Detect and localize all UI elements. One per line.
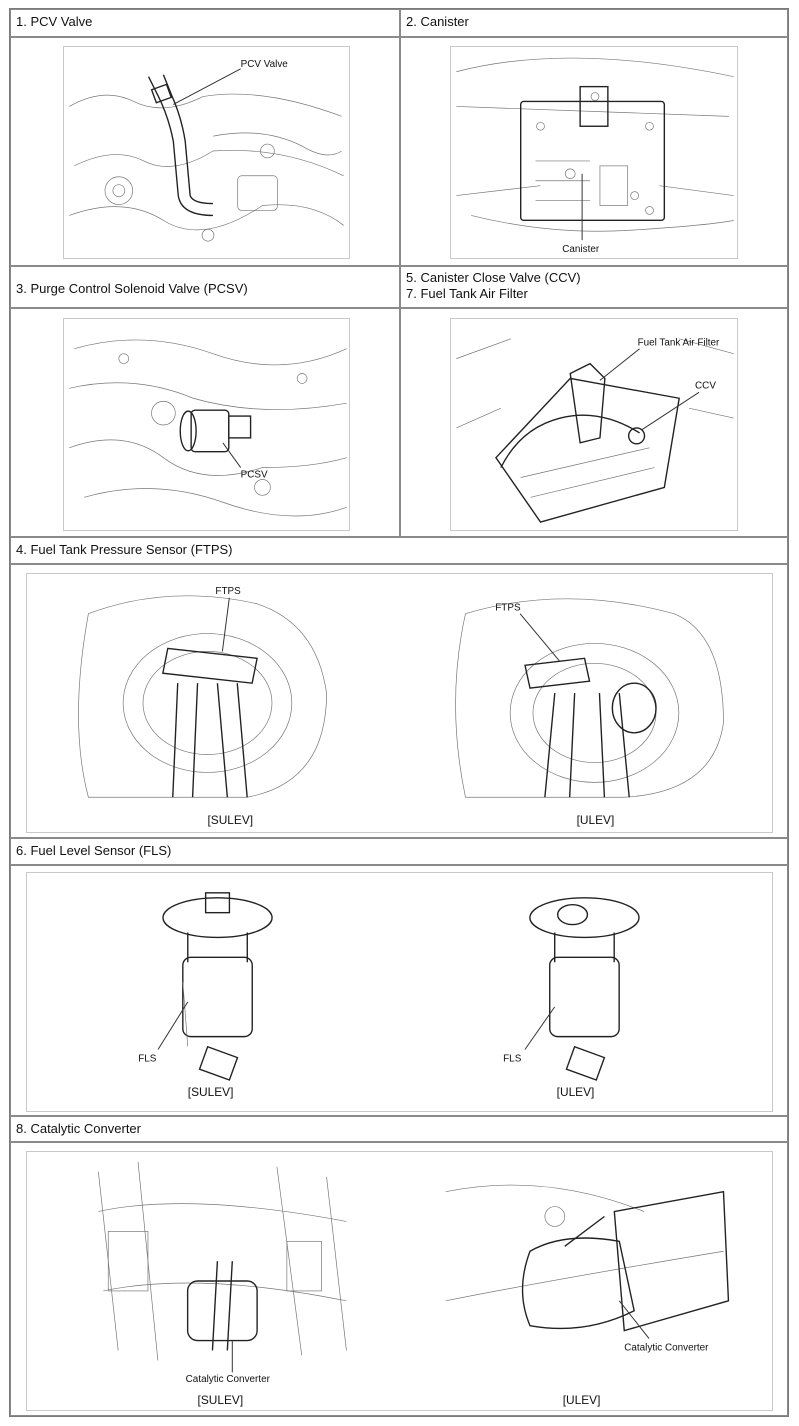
header-pcsv: 3. Purge Control Solenoid Valve (PCSV) xyxy=(10,266,400,308)
cell-fls-figure: FLS [SULEV] FLS [ULEV] xyxy=(10,865,788,1116)
header-catalytic-converter: 8. Catalytic Converter xyxy=(10,1116,788,1142)
pcv-valve-callout: PCV Valve xyxy=(241,59,289,70)
cell-ccv-figure: Fuel Tank Air Filter CCV xyxy=(400,308,788,537)
ftps-diagram: FTPS [SULEV] FTPS [ULEV] xyxy=(26,573,773,833)
canister-illustration: Canister xyxy=(456,57,734,255)
cell-canister-figure: Canister xyxy=(400,37,788,266)
fls-left-callout: FLS xyxy=(138,1053,157,1064)
catalytic-sulev-caption: [SULEV] xyxy=(198,1393,244,1407)
component-location-table: 1. PCV Valve 2. Canister PCV Valve xyxy=(9,8,789,1417)
ftps-illustration: FTPS [SULEV] FTPS [ULEV] xyxy=(78,586,724,827)
ftps-title: 4. Fuel Tank Pressure Sensor (FTPS) xyxy=(16,542,233,557)
ccv-air-filter-illustration: Fuel Tank Air Filter CCV xyxy=(456,338,734,523)
cell-catalytic-figure: Catalytic Converter [SULEV] Catalytic Co… xyxy=(10,1142,788,1416)
catalytic-diagram: Catalytic Converter [SULEV] Catalytic Co… xyxy=(26,1151,773,1411)
header-ccv-air-filter: 5. Canister Close Valve (CCV) 7. Fuel Ta… xyxy=(400,266,788,308)
ccv-title: 5. Canister Close Valve (CCV) xyxy=(406,270,581,285)
fls-sulev-caption: [SULEV] xyxy=(188,1085,234,1099)
header-ftps: 4. Fuel Tank Pressure Sensor (FTPS) xyxy=(10,537,788,564)
pcv-valve-illustration: PCV Valve xyxy=(69,59,344,242)
fls-ulev-caption: [ULEV] xyxy=(557,1085,595,1099)
fls-title: 6. Fuel Level Sensor (FLS) xyxy=(16,843,172,858)
cell-ftps-figure: FTPS [SULEV] FTPS [ULEV] xyxy=(10,564,788,838)
canister-callout: Canister xyxy=(562,244,600,255)
ccv-callout: CCV xyxy=(695,380,716,391)
ftps-left-callout: FTPS xyxy=(215,586,241,597)
header-canister: 2. Canister xyxy=(400,9,788,37)
header-fls: 6. Fuel Level Sensor (FLS) xyxy=(10,838,788,865)
fls-illustration: FLS [SULEV] FLS [ULEV] xyxy=(138,892,640,1099)
canister-diagram: Canister xyxy=(450,46,738,259)
ccv-air-filter-diagram: Fuel Tank Air Filter CCV xyxy=(450,318,738,531)
ftps-right-callout: FTPS xyxy=(495,603,521,614)
pcsv-diagram: PCSV xyxy=(63,318,350,531)
air-filter-title: 7. Fuel Tank Air Filter xyxy=(406,286,528,301)
fls-diagram: FLS [SULEV] FLS [ULEV] xyxy=(26,872,773,1112)
ftps-sulev-caption: [SULEV] xyxy=(207,813,253,827)
cell-pcv-figure: PCV Valve xyxy=(10,37,400,266)
catalytic-left-callout: Catalytic Converter xyxy=(186,1374,271,1385)
pcsv-illustration: PCSV xyxy=(69,339,347,517)
fls-right-callout: FLS xyxy=(503,1053,522,1064)
air-filter-callout: Fuel Tank Air Filter xyxy=(638,338,720,349)
catalytic-illustration: Catalytic Converter [SULEV] Catalytic Co… xyxy=(97,1161,730,1407)
pcsv-callout: PCSV xyxy=(241,469,268,480)
catalytic-right-callout: Catalytic Converter xyxy=(624,1342,709,1353)
cell-pcsv-figure: PCSV xyxy=(10,308,400,537)
pcsv-title: 3. Purge Control Solenoid Valve (PCSV) xyxy=(16,281,248,296)
pcv-title: 1. PCV Valve xyxy=(16,14,93,29)
catalytic-ulev-caption: [ULEV] xyxy=(563,1393,601,1407)
canister-title: 2. Canister xyxy=(406,14,469,29)
pcv-valve-diagram: PCV Valve xyxy=(63,46,350,259)
ftps-ulev-caption: [ULEV] xyxy=(577,813,615,827)
catalytic-title: 8. Catalytic Converter xyxy=(16,1121,141,1136)
header-pcv-valve: 1. PCV Valve xyxy=(10,9,400,37)
